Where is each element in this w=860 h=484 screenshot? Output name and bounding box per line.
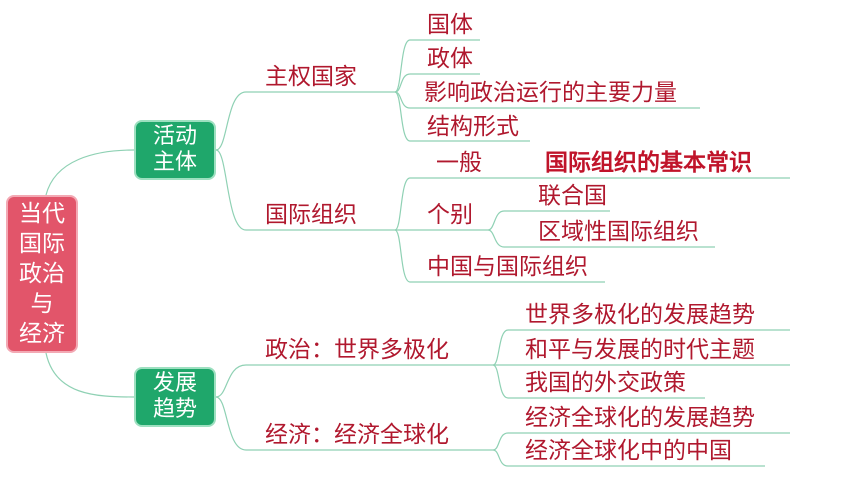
connector-politics-item3 [492, 364, 705, 399]
sovereign-item-3: 影响政治运行的主要力量 [424, 80, 677, 106]
politics-label: 政治：世界多极化 [265, 337, 449, 363]
intl-org-china: 中国与国际组织 [427, 254, 588, 280]
category-trends-label: 发展 趋势 [152, 371, 197, 422]
connector-trends-politics [215, 364, 493, 398]
connector-individual-un [487, 210, 610, 231]
connector-intlorg-china [394, 229, 605, 283]
connector-individual-regional [487, 229, 715, 248]
connector-economy-item2 [492, 449, 765, 467]
economy-label: 经济：经济全球化 [265, 422, 449, 448]
connector-politics-item1 [492, 329, 790, 366]
intl-org-individual-item-1: 联合国 [538, 183, 607, 209]
economy-item-1: 经济全球化的发展趋势 [525, 405, 755, 431]
category-actors-label: 活动 主体 [152, 124, 197, 175]
root-node: 当代 国际 政治 与 经济 [6, 195, 78, 353]
intl-org-individual-label: 个别 [427, 202, 473, 228]
politics-item-1: 世界多极化的发展趋势 [525, 302, 755, 328]
connector-sovereign-item1 [394, 39, 480, 93]
economy-item-2: 经济全球化中的中国 [525, 438, 732, 464]
intl-org-general-label: 一般 [436, 150, 482, 176]
politics-item-3: 我国的外交政策 [525, 370, 686, 396]
connector-sovereign-item2 [394, 73, 480, 93]
category-actors: 活动 主体 [134, 120, 216, 180]
category-trends: 发展 趋势 [134, 367, 216, 427]
sovereign-item-2: 政体 [427, 46, 473, 72]
intl-org-individual-item-2: 区域性国际组织 [538, 219, 699, 245]
connector-intlorg-general [394, 177, 498, 231]
intl-org-label: 国际组织 [265, 202, 357, 228]
connector-economy-item1 [492, 432, 790, 451]
sovereign-state-label: 主权国家 [265, 64, 357, 90]
connector-actors-intlorg [215, 149, 395, 231]
connector-root-actors [45, 149, 135, 196]
root-label: 当代 国际 政治 与 经济 [19, 201, 65, 347]
connector-sovereign-item4 [394, 91, 530, 142]
connector-root-trends [45, 352, 135, 398]
sovereign-item-1: 国体 [427, 12, 473, 38]
connector-actors-sovereign [215, 91, 395, 151]
intl-org-general-detail: 国际组织的基本常识 [545, 150, 752, 176]
sovereign-item-4: 结构形式 [427, 114, 519, 140]
connector-trends-economy [215, 396, 493, 451]
politics-item-2: 和平与发展的时代主题 [525, 337, 755, 363]
